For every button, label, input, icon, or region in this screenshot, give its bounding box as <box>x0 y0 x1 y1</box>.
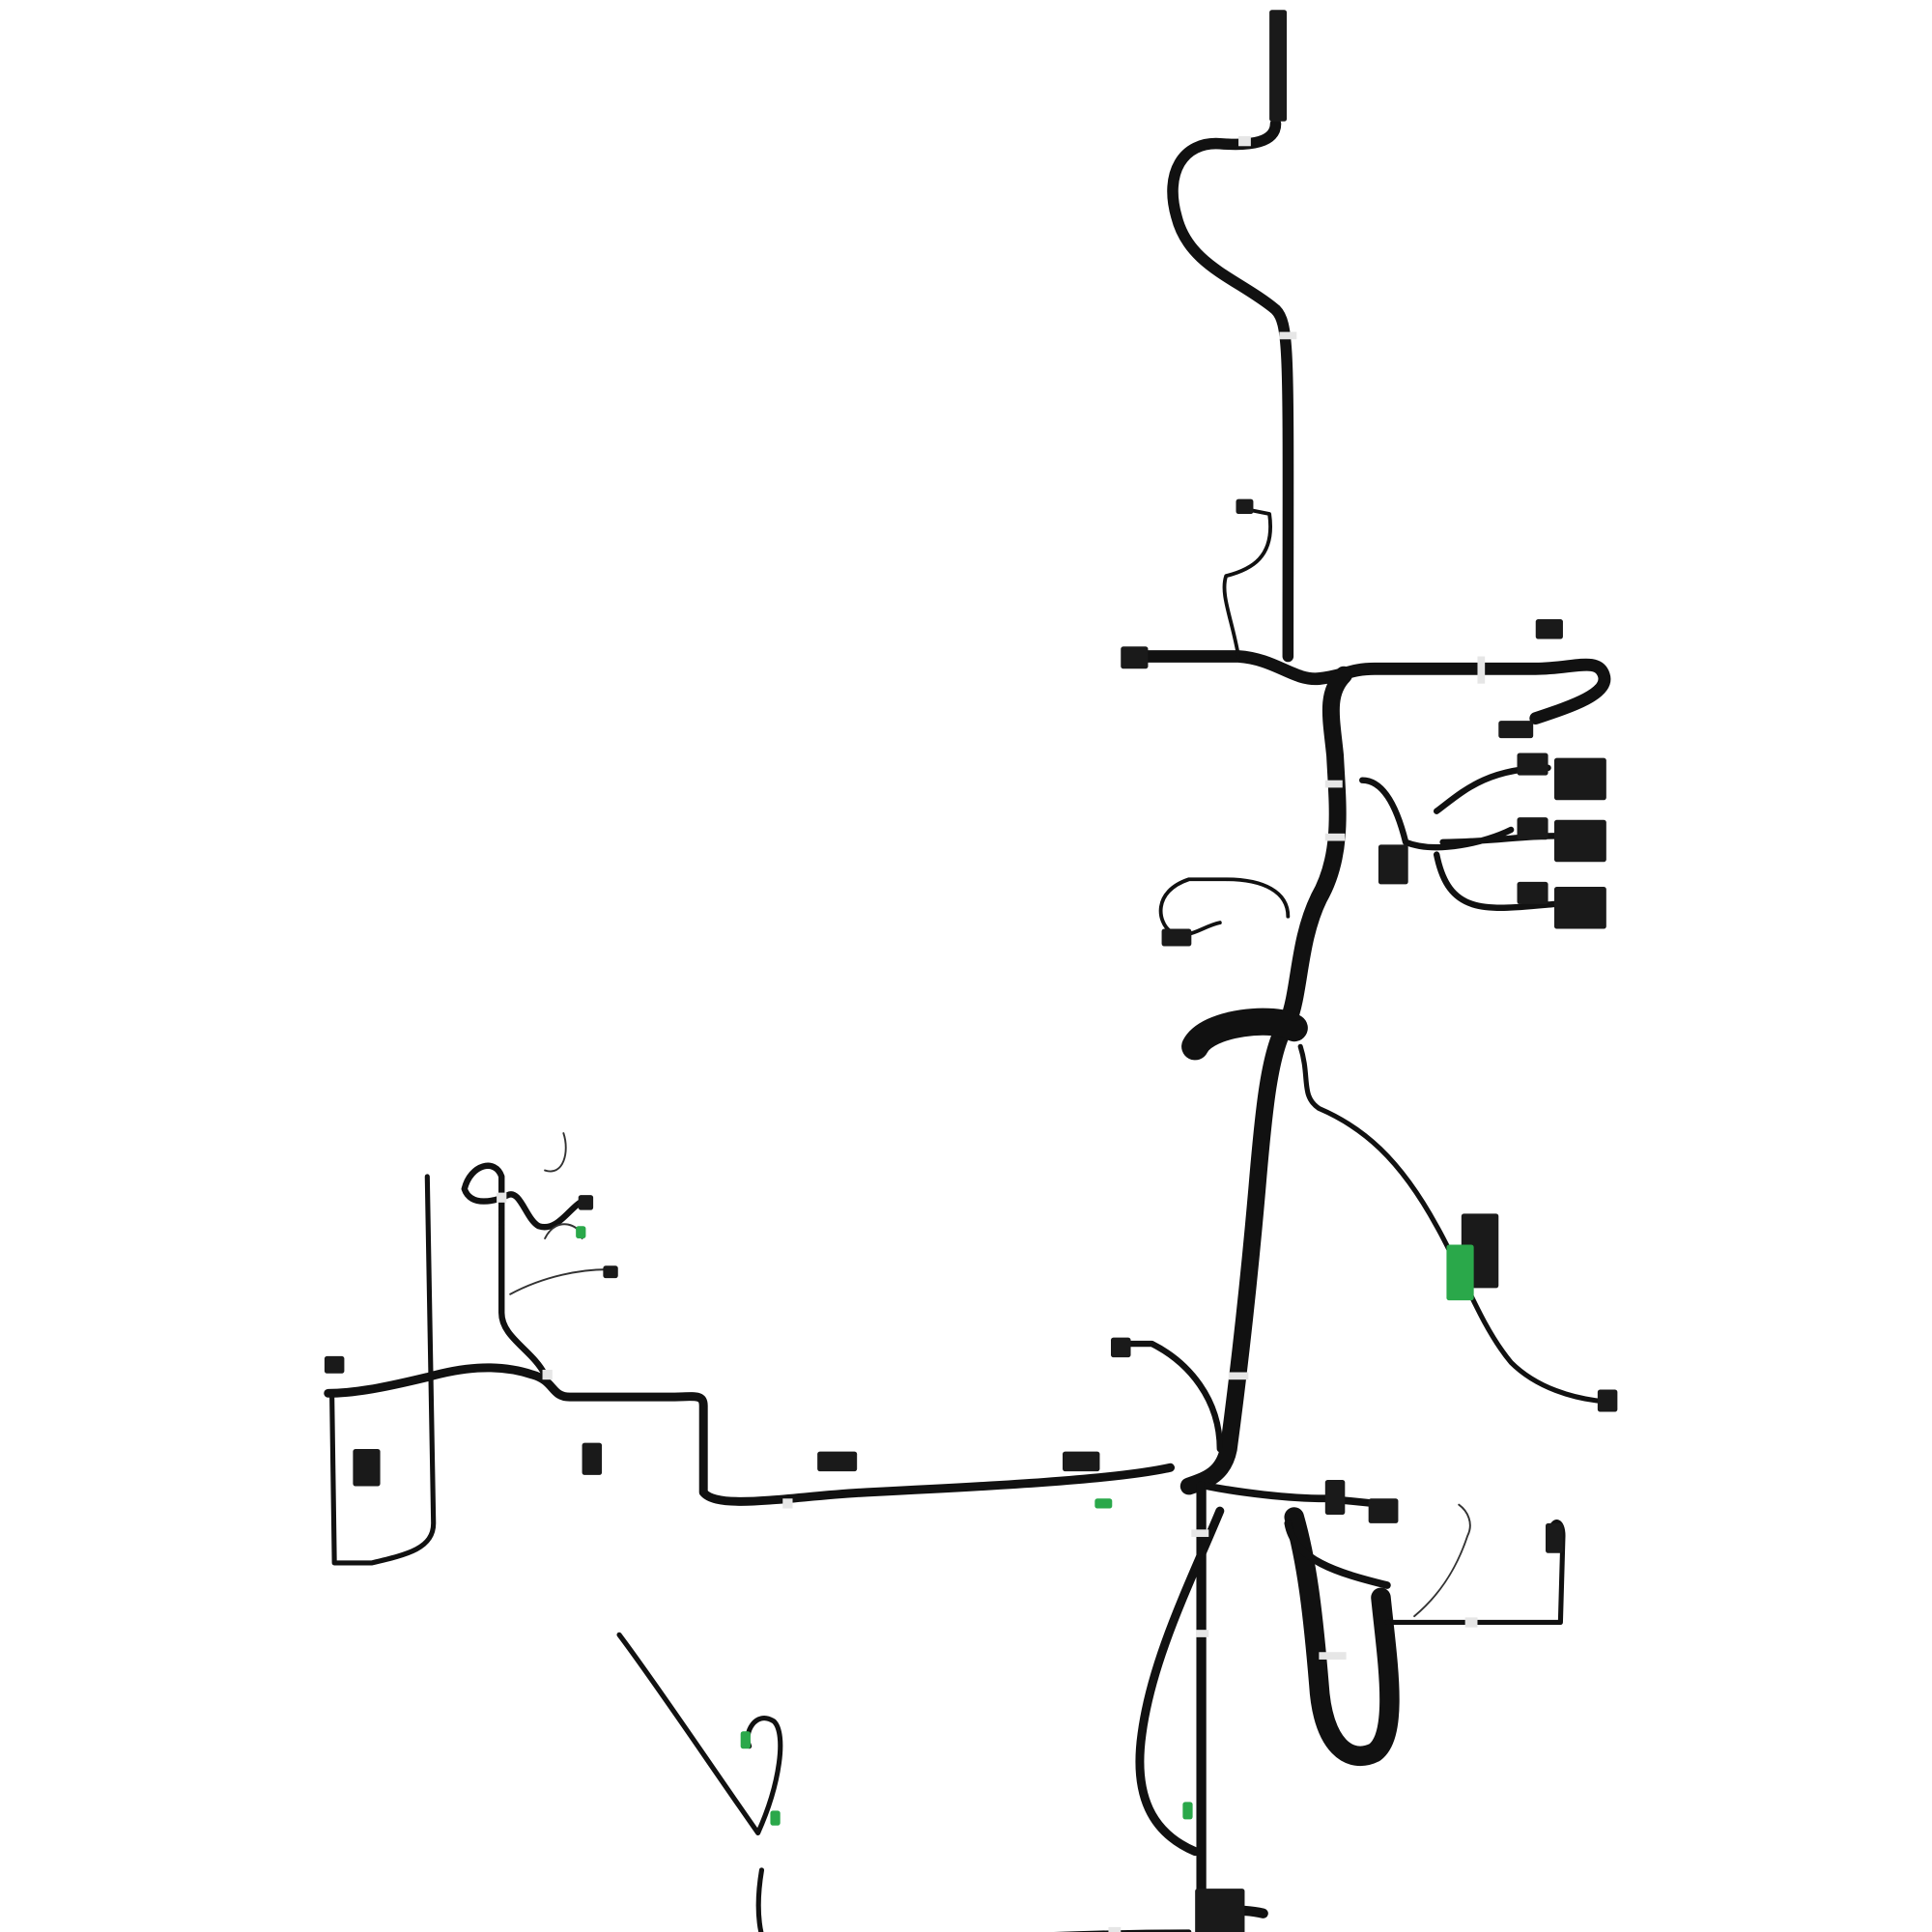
lower-horizontal-trunk <box>324 1363 1176 1506</box>
green-connector-4 <box>1094 1498 1113 1509</box>
lower-right-connector-2 <box>1368 1498 1399 1523</box>
right-middle-branch <box>1297 1043 1613 1405</box>
right-loop-cable <box>1284 1507 1400 1767</box>
tape-band <box>1279 331 1297 340</box>
diagonal-lower-cable <box>616 1632 783 1836</box>
right-end-connector <box>1597 1389 1618 1412</box>
tape-band <box>542 1369 553 1380</box>
upper-horizontal-trunk <box>1126 650 1611 725</box>
tape-band <box>1108 1926 1122 1932</box>
tape-band <box>497 1192 507 1203</box>
lower-connector-a <box>817 1451 858 1472</box>
tape-band <box>1324 833 1346 841</box>
upper-right-connector <box>1535 619 1563 639</box>
right-connector-bundle <box>1359 764 1558 911</box>
small-connector-2 <box>603 1265 618 1279</box>
green-connector-2 <box>740 1731 751 1749</box>
lower-connector-b <box>1063 1451 1100 1472</box>
top-trunk-cable <box>1167 118 1294 663</box>
tape-band <box>1324 780 1343 788</box>
mid-left-branch <box>1158 877 1291 937</box>
tape-band <box>1228 1372 1249 1380</box>
right-relay-1 <box>1553 757 1606 801</box>
relay-socket-1 <box>1517 753 1548 776</box>
lower-right-connector-3 <box>1546 1522 1563 1553</box>
tape-band <box>1196 1630 1209 1637</box>
upper-right-connector-2 <box>1498 721 1534 739</box>
bottom-long-cable <box>755 1867 1192 1932</box>
thin-signal-wires <box>509 1132 1471 1618</box>
tape-band <box>1464 1617 1478 1628</box>
bellows-bend <box>1181 1008 1308 1061</box>
lower-right-connector-1 <box>1324 1480 1346 1515</box>
relay-socket-3 <box>1517 881 1548 904</box>
tape-band <box>1477 656 1486 684</box>
tape-band <box>782 1498 793 1509</box>
mid-left-connector <box>1161 928 1192 947</box>
left-drop-cable <box>329 1174 437 1566</box>
left-end-connector <box>1121 646 1149 669</box>
lower-curved-branch <box>1135 1506 1225 1857</box>
lower-vertical-trunk <box>1196 1481 1268 1918</box>
tape-band <box>1191 1529 1209 1538</box>
lower-middle-branch <box>1118 1340 1224 1453</box>
tape-band <box>1238 136 1251 147</box>
bottom-right-junction <box>1204 1482 1391 1589</box>
right-lower-branch <box>1384 1520 1566 1626</box>
green-connector-1 <box>576 1226 586 1239</box>
green-connector-3 <box>770 1810 781 1826</box>
upper-left-branch <box>461 1162 585 1378</box>
upper-small-connector <box>1236 498 1254 515</box>
right-relay-2 <box>1553 819 1606 863</box>
upper-left-small-branch <box>1222 505 1273 659</box>
green-connector-5 <box>1182 1802 1193 1820</box>
bottom-junction-block <box>1195 1889 1245 1932</box>
green-fuse-holder <box>1446 1244 1474 1301</box>
right-relay-3 <box>1553 886 1606 929</box>
main-vertical-trunk <box>1179 666 1352 1495</box>
lower-left-connector <box>582 1442 603 1475</box>
relay-socket-2 <box>1517 817 1548 840</box>
top-end-connector <box>1269 10 1288 122</box>
left-top-connector <box>324 1355 345 1374</box>
tape-band <box>1319 1652 1347 1660</box>
lower-left-box <box>1111 1337 1131 1358</box>
left-drop-connector <box>353 1449 381 1487</box>
small-connector-1 <box>578 1195 594 1210</box>
mid-connector <box>1378 844 1408 885</box>
